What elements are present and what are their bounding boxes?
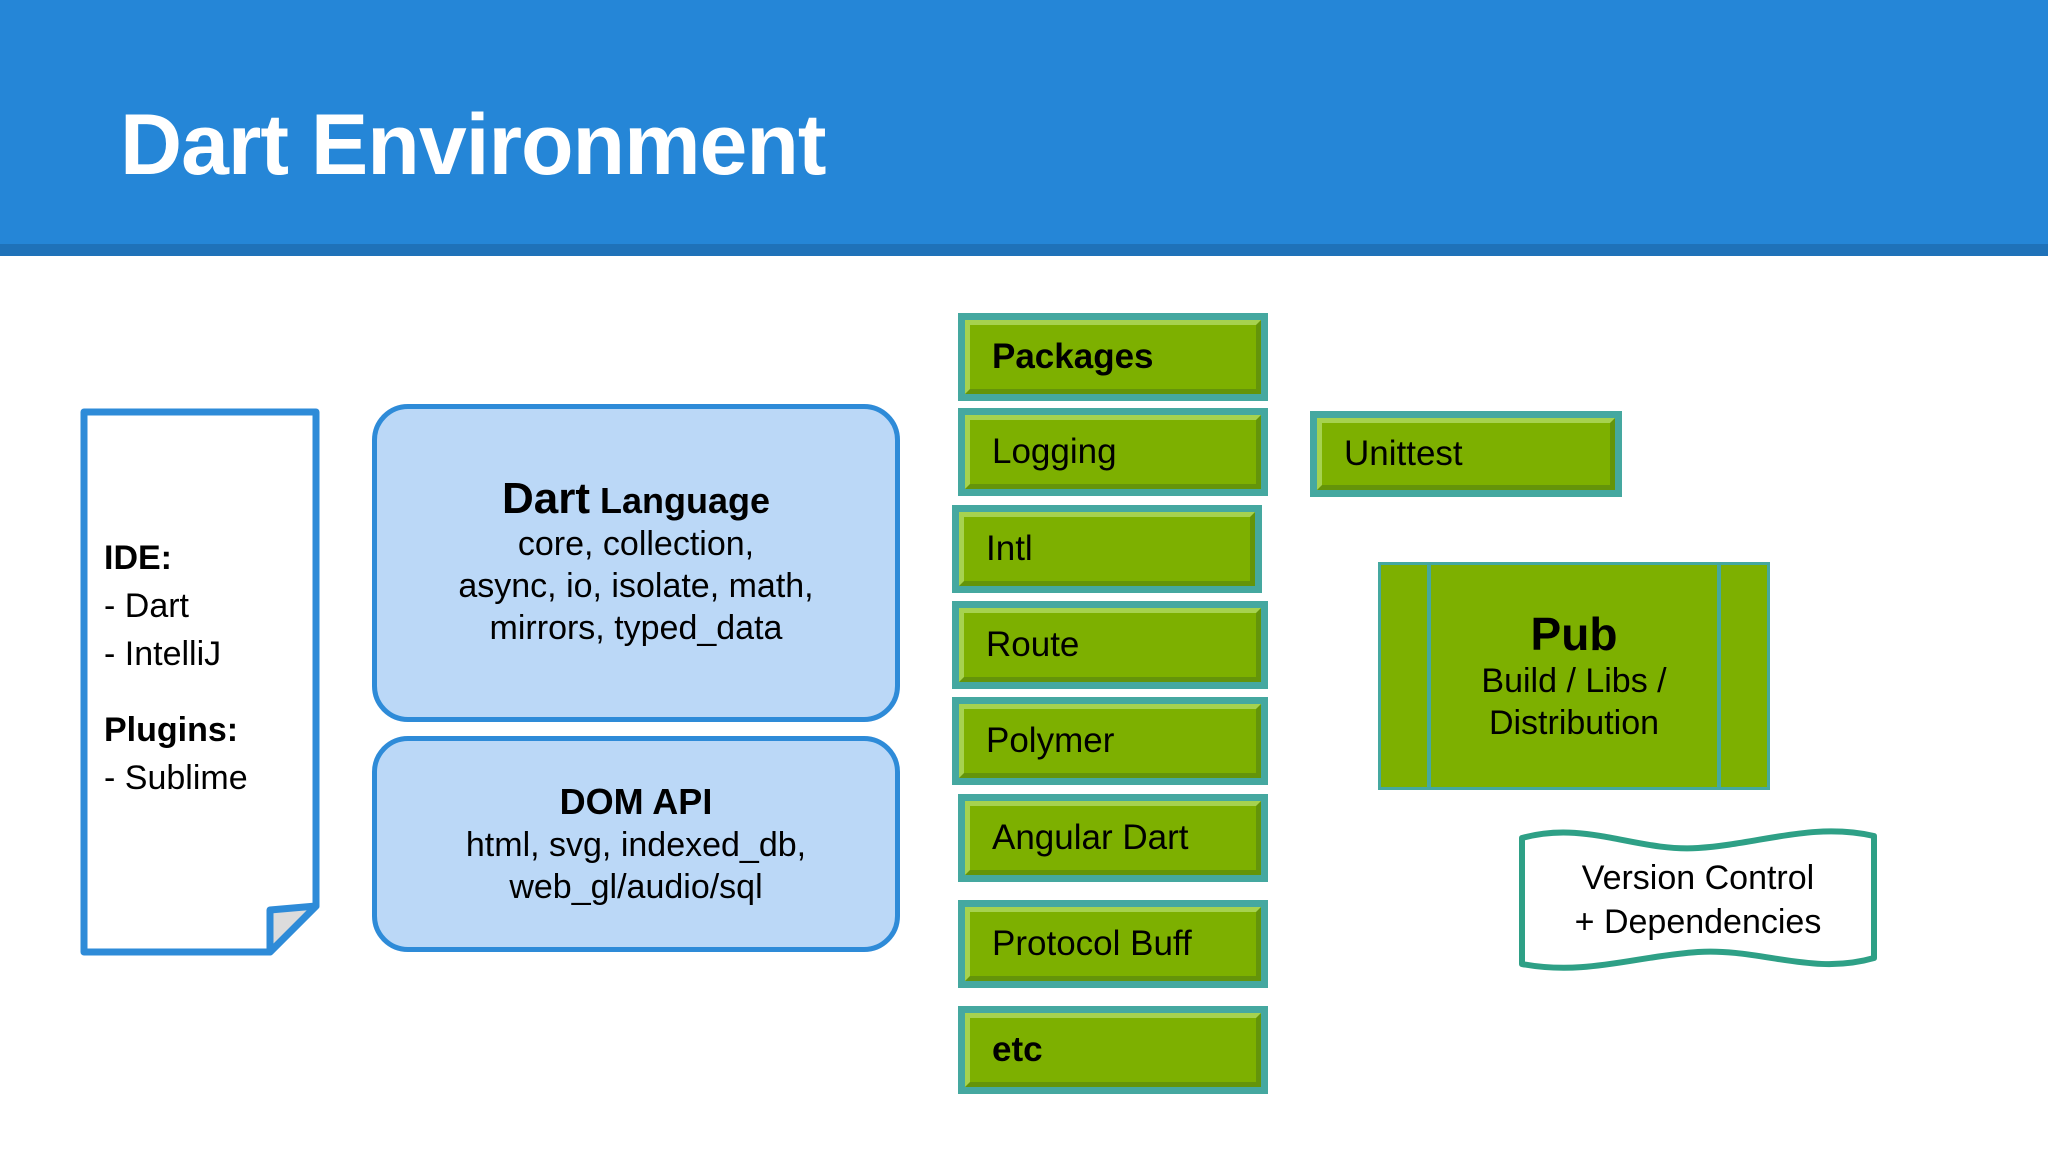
pub-box[interactable]: Pub Build / Libs / Distribution bbox=[1378, 562, 1770, 790]
version-banner-text: Version Control + Dependencies bbox=[1516, 826, 1880, 974]
package-box-polymer-inner: Polymer bbox=[959, 704, 1261, 778]
unittest-box-inner: Unittest bbox=[1317, 418, 1615, 490]
dart-language-body-line-1: core, collection, bbox=[517, 525, 755, 563]
ide-note-card: IDE: - Dart - IntelliJ Plugins: - Sublim… bbox=[80, 408, 320, 956]
package-label-packages: Packages bbox=[992, 337, 1154, 376]
dart-language-body: core, collection, async, io, isolate, ma… bbox=[458, 523, 813, 649]
version-banner-line-2: + Dependencies bbox=[1574, 903, 1822, 941]
package-label-intl: Intl bbox=[986, 529, 1033, 568]
pub-subtitle-line-1: Build / Libs / bbox=[1481, 662, 1667, 700]
slide-header-bar bbox=[0, 0, 2048, 244]
ide-note-line-dart: - Dart bbox=[104, 587, 189, 625]
dart-language-title-strong: Dart bbox=[501, 474, 590, 523]
dom-api-box: DOM API html, svg, indexed_db, web_gl/au… bbox=[372, 736, 900, 952]
wavy-banner-shape bbox=[1519, 828, 1877, 971]
package-box-packages[interactable]: Packages bbox=[958, 313, 1268, 401]
ide-note-line-plugins: Plugins: bbox=[104, 711, 239, 749]
package-box-protocol-buff[interactable]: Protocol Buff bbox=[958, 900, 1268, 988]
package-label-etc: etc bbox=[992, 1030, 1043, 1069]
package-label-protocol-buff: Protocol Buff bbox=[992, 924, 1192, 963]
version-banner-line-1: Version Control bbox=[1581, 859, 1815, 897]
package-box-etc[interactable]: etc bbox=[958, 1006, 1268, 1094]
pub-text-group: Pub Build / Libs / Distribution bbox=[1381, 565, 1767, 787]
package-box-etc-inner: etc bbox=[965, 1013, 1261, 1087]
note-folded-corner-shape bbox=[80, 408, 320, 956]
package-box-angular-dart[interactable]: Angular Dart bbox=[958, 794, 1268, 882]
dart-language-box: Dart Language core, collection, async, i… bbox=[372, 404, 900, 722]
package-box-intl-inner: Intl bbox=[959, 512, 1255, 586]
ide-note-text: IDE: - Dart - IntelliJ Plugins: - Sublim… bbox=[104, 534, 314, 802]
pub-right-bar bbox=[1717, 565, 1721, 787]
package-box-polymer[interactable]: Polymer bbox=[952, 697, 1268, 785]
dom-api-title: DOM API bbox=[560, 780, 713, 824]
pub-title: Pub bbox=[1530, 608, 1618, 660]
package-box-angular-dart-inner: Angular Dart bbox=[965, 801, 1261, 875]
dom-api-body: html, svg, indexed_db, web_gl/audio/sql bbox=[466, 824, 806, 908]
pub-left-bar bbox=[1427, 565, 1431, 787]
package-label-angular-dart: Angular Dart bbox=[992, 818, 1189, 857]
dart-language-body-line-3: mirrors, typed_data bbox=[489, 609, 783, 647]
dom-api-title-strong: DOM API bbox=[559, 781, 713, 822]
unittest-box[interactable]: Unittest bbox=[1310, 411, 1622, 497]
package-box-logging-inner: Logging bbox=[965, 415, 1261, 489]
dart-language-title: Dart Language bbox=[502, 477, 770, 523]
package-label-route: Route bbox=[986, 625, 1080, 664]
pub-subtitle-line-2: Distribution bbox=[1488, 704, 1660, 742]
package-box-logging[interactable]: Logging bbox=[958, 408, 1268, 496]
ide-note-line-sublime: - Sublime bbox=[104, 759, 248, 797]
ide-note-line-ide: IDE: bbox=[104, 539, 172, 577]
package-label-polymer: Polymer bbox=[986, 721, 1115, 760]
ide-note-spacer bbox=[104, 678, 314, 706]
package-box-protocol-buff-inner: Protocol Buff bbox=[965, 907, 1261, 981]
dart-language-body-line-2: async, io, isolate, math, bbox=[458, 567, 814, 605]
slide-header-underline bbox=[0, 244, 2048, 256]
package-box-packages-inner: Packages bbox=[965, 320, 1261, 394]
package-box-route-inner: Route bbox=[959, 608, 1261, 682]
page-title: Dart Environment bbox=[120, 97, 827, 193]
dom-api-body-line-2: web_gl/audio/sql bbox=[509, 868, 763, 906]
package-box-intl[interactable]: Intl bbox=[952, 505, 1262, 593]
version-control-banner: Version Control + Dependencies bbox=[1516, 826, 1880, 974]
dom-api-body-line-1: html, svg, indexed_db, bbox=[465, 826, 807, 864]
package-label-logging: Logging bbox=[992, 432, 1117, 471]
package-box-route[interactable]: Route bbox=[952, 601, 1268, 689]
dart-language-title-light: Language bbox=[600, 480, 771, 521]
ide-note-line-intellij: - IntelliJ bbox=[104, 635, 222, 673]
unittest-label: Unittest bbox=[1344, 434, 1463, 473]
